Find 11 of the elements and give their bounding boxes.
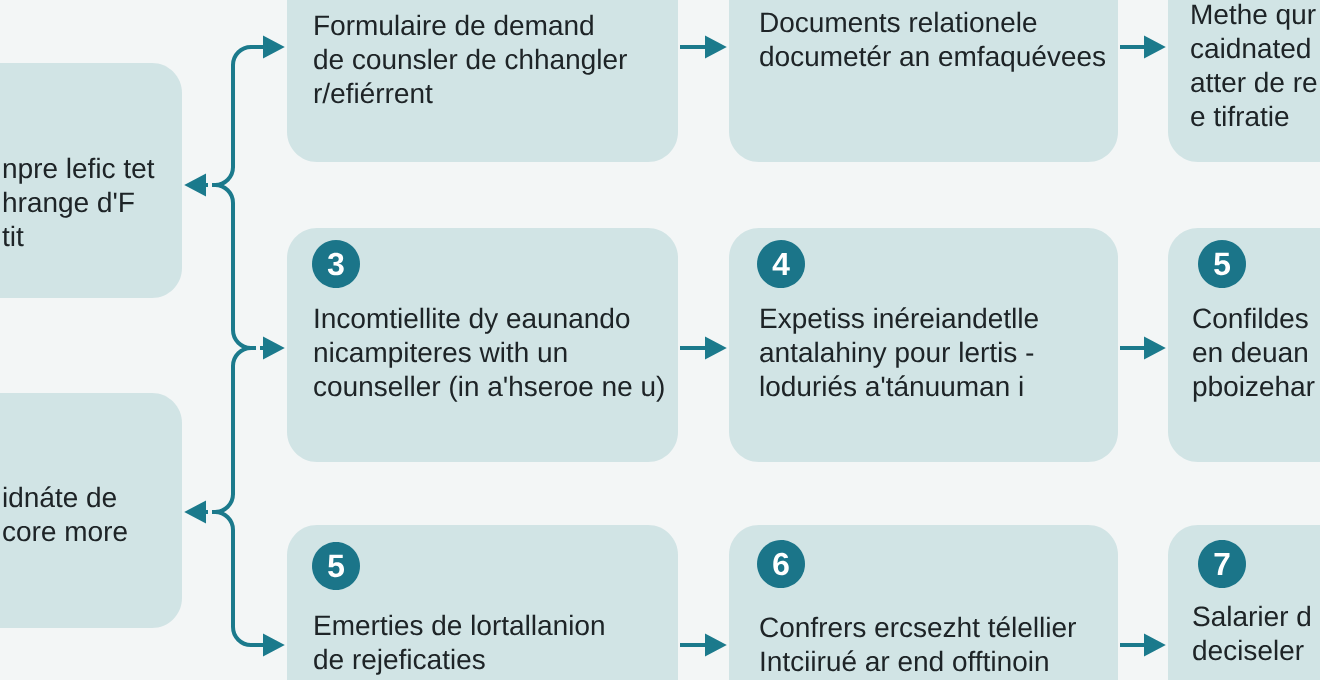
process-box: Documents relationele documetér an emfaquévees [729, 0, 1118, 162]
number-badge: 5 [1198, 240, 1246, 288]
process-box: Formulaire de demand de counsler de chhangler r/efiérrent [287, 0, 678, 162]
number-badge: 3 [312, 240, 360, 288]
process-box: Methe qur caidnated atter de re e tifratie [1168, 0, 1320, 162]
number-badge: 7 [1198, 540, 1246, 588]
number-badge: 6 [757, 540, 805, 588]
process-box: npre lefic tet hrange d'F tit [0, 63, 182, 298]
number-badge: 4 [757, 240, 805, 288]
process-box: idnáte de core more [0, 393, 182, 628]
number-badge: 5 [312, 542, 360, 590]
